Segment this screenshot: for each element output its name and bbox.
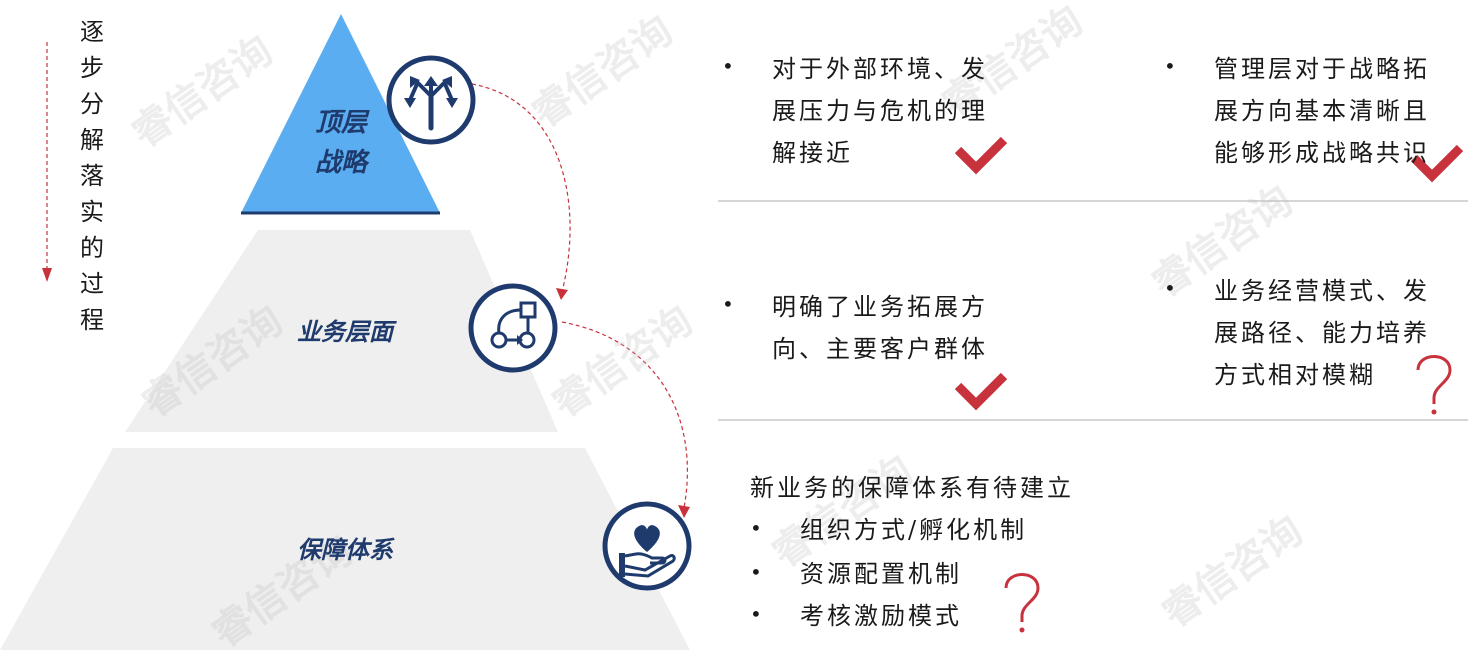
middle-layer-label: 业务层面 bbox=[297, 317, 393, 346]
split-arrows-icon bbox=[386, 55, 476, 145]
top-layer-label-line2: 战略 bbox=[314, 148, 367, 178]
bottom-block-item: 考核激励模式 bbox=[800, 602, 962, 630]
cell-top-right: 管理层对于战略拓 展方向基本清晰且 能够形成战略共识 bbox=[1214, 48, 1454, 174]
top-layer-label-line1: 顶层 bbox=[314, 108, 367, 138]
bullet: • bbox=[1164, 54, 1176, 78]
process-label-char: 的 bbox=[80, 234, 104, 262]
cell-line: 明确了业务拓展方 bbox=[772, 293, 988, 321]
process-vertical-label: 逐 步 分 解 落 实 的 过 程 bbox=[74, 14, 110, 338]
connector-middle-to-bottom bbox=[561, 321, 688, 509]
check-mark-icon bbox=[1410, 144, 1464, 183]
cell-line: 展压力与危机的理 bbox=[772, 97, 988, 125]
bullet: • bbox=[750, 602, 762, 626]
heart-in-hand-icon bbox=[602, 501, 692, 591]
cell-line: 管理层对于战略拓 bbox=[1214, 55, 1430, 83]
cell-middle-left: 明确了业务拓展方 向、主要客户群体 bbox=[772, 286, 1012, 370]
check-mark-icon bbox=[954, 372, 1008, 411]
cell-line: 方式相对模糊 bbox=[1214, 361, 1376, 389]
process-label-char: 步 bbox=[80, 54, 104, 82]
bullet: • bbox=[722, 54, 734, 78]
check-mark-icon bbox=[954, 136, 1008, 175]
bullet: • bbox=[1164, 276, 1176, 300]
bullet: • bbox=[722, 292, 734, 316]
bottom-layer-label: 保障体系 bbox=[297, 535, 393, 564]
question-mark-icon bbox=[1416, 355, 1452, 415]
top-layer-label: 顶层 战略 bbox=[296, 103, 386, 183]
bottom-block-title: 新业务的保障体系有待建立 bbox=[750, 474, 1074, 502]
cell-middle-right: 业务经营模式、发 展路径、能力培养 方式相对模糊 bbox=[1214, 270, 1454, 396]
process-label-char: 逐 bbox=[80, 18, 104, 46]
question-mark-icon bbox=[1004, 573, 1040, 633]
process-label-char: 实 bbox=[80, 198, 104, 226]
pyramid-top-triangle bbox=[241, 14, 440, 213]
cell-line: 向、主要客户群体 bbox=[772, 335, 988, 363]
cell-line: 能够形成战略共识 bbox=[1214, 139, 1430, 167]
process-label-char: 分 bbox=[80, 90, 104, 118]
cell-line: 解接近 bbox=[772, 139, 853, 167]
workflow-icon bbox=[468, 283, 558, 373]
connector-middle-to-bottom-arrowhead bbox=[678, 505, 690, 518]
process-label-char: 落 bbox=[80, 162, 104, 190]
pyramid-middle-layer bbox=[125, 230, 558, 432]
process-arrow-head bbox=[42, 268, 52, 282]
process-label-char: 程 bbox=[80, 306, 104, 334]
cell-line: 展方向基本清晰且 bbox=[1214, 97, 1430, 125]
bottom-block-item: 资源配置机制 bbox=[800, 560, 962, 588]
process-label-char: 解 bbox=[80, 126, 104, 154]
cell-line: 业务经营模式、发 bbox=[1214, 277, 1430, 305]
cell-line: 对于外部环境、发 bbox=[772, 55, 988, 83]
cell-line: 展路径、能力培养 bbox=[1214, 319, 1430, 347]
bullet: • bbox=[750, 560, 762, 584]
pyramid-bottom-layer bbox=[0, 448, 690, 650]
bottom-block-item: 组织方式/孵化机制 bbox=[800, 516, 1028, 544]
connector-top-to-middle bbox=[471, 83, 571, 293]
process-label-char: 过 bbox=[80, 270, 104, 298]
cell-top-left: 对于外部环境、发 展压力与危机的理 解接近 bbox=[772, 48, 1012, 174]
connector-top-to-middle-arrowhead bbox=[556, 288, 568, 300]
bullet: • bbox=[750, 516, 762, 540]
